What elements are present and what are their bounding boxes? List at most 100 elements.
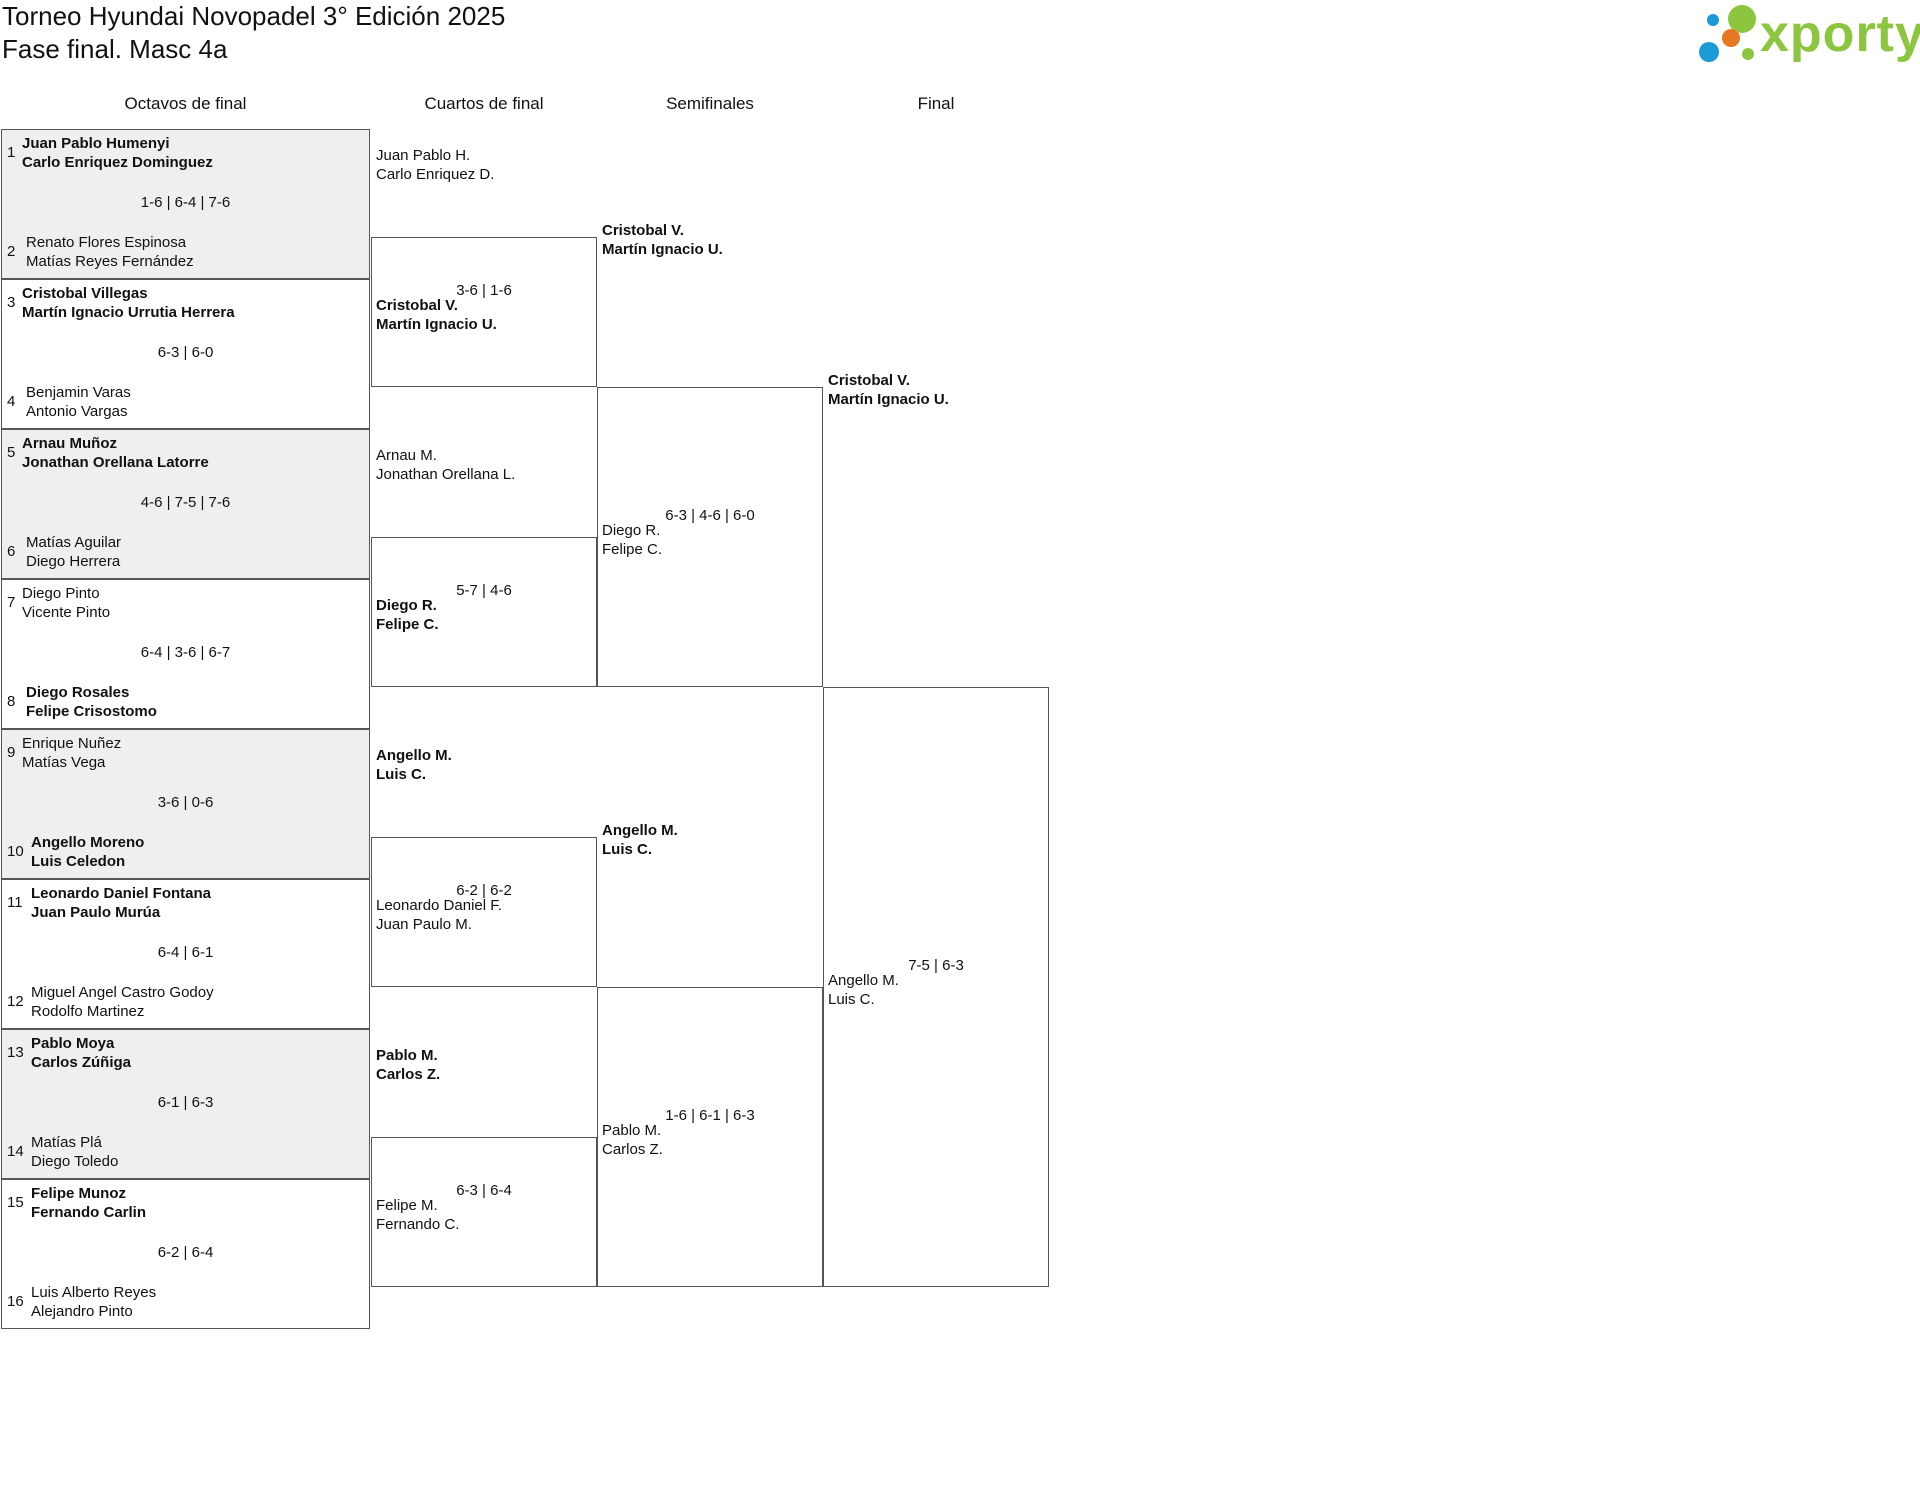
player-name: Leonardo Daniel Fontana (31, 885, 212, 902)
player-name: Angello M. (602, 822, 678, 839)
team-a: Pablo M. Carlos Z. (376, 1046, 440, 1084)
player-name: Pablo M. (602, 1122, 662, 1139)
match-score: 6-3 | 6-4 (456, 1182, 512, 1199)
player-name: Felipe Crisostomo (26, 703, 157, 720)
player-name: Leonardo Daniel F. (376, 897, 502, 914)
bracket-connector (597, 987, 823, 1287)
player-name: Diego R. (376, 597, 437, 614)
bracket-connector (371, 237, 597, 387)
player-name: Juan Paulo M. (376, 916, 472, 933)
player-name: Benjamin Varas (26, 384, 131, 401)
team-a: Cristobal V. Martín Ignacio U. (828, 371, 949, 409)
seed-number: 11 (7, 894, 23, 911)
team-b: Leonardo Daniel F. Juan Paulo M. (376, 896, 502, 934)
player-name: Angello Moreno (31, 834, 145, 851)
player-name: Matías Plá (31, 1134, 102, 1151)
player-name: Alejandro Pinto (31, 1303, 133, 1320)
player-name: Felipe C. (602, 541, 663, 558)
match-score: 4-6 | 7-5 | 7-6 (140, 494, 231, 511)
match-score: 6-4 | 3-6 | 6-7 (140, 644, 231, 661)
player-name: Cristobal Villegas (22, 285, 148, 302)
seed-number: 3 (7, 294, 16, 311)
team-b: Diego R.Felipe C. (602, 521, 662, 559)
player-name: Arnau Muñoz (22, 435, 117, 452)
player-name: Cristobal V. (602, 222, 684, 239)
phase-title: Fase final. Masc 4a (2, 34, 228, 64)
player-name: Carlo Enriquez Dominguez (22, 154, 213, 171)
player-name: Matías Vega (22, 754, 106, 771)
player-name: Martín Ignacio Urrutia Herrera (22, 304, 235, 321)
player-name: Carlo Enriquez D. (376, 166, 495, 183)
team-b: Cristobal V.Martín Ignacio U. (376, 296, 497, 334)
match-score: 1-6 | 6-1 | 6-3 (665, 1107, 755, 1124)
logo-dot-green-icon (1728, 5, 1756, 33)
seed-number: 8 (7, 693, 16, 710)
round-header-qf: Cuartos de final (424, 94, 544, 113)
logo-dot-green-small-icon (1742, 48, 1754, 60)
player-name: Juan Pablo Humenyi (22, 135, 170, 152)
bracket-connector (371, 1137, 597, 1287)
player-name: Felipe C. (376, 616, 439, 633)
match-score: 6-3 | 4-6 | 6-0 (665, 507, 755, 524)
round-header-final: Final (917, 94, 955, 113)
player-name: Arnau M. (376, 447, 437, 464)
player-name: Luis Celedon (31, 853, 126, 870)
bracket-connector (823, 687, 1049, 1287)
seed-number: 5 (7, 444, 16, 461)
player-name: Miguel Angel Castro Godoy (31, 984, 214, 1001)
player-name: Cristobal V. (376, 297, 458, 314)
player-name: Martín Ignacio U. (828, 391, 949, 408)
team-a: Juan Pablo H. Carlo Enriquez D. (376, 146, 494, 184)
match-score: 6-2 | 6-4 (157, 1244, 214, 1261)
player-name: Pablo M. (376, 1047, 438, 1064)
bracket-connector (371, 837, 597, 987)
player-name: Jonathan Orellana Latorre (22, 454, 209, 471)
player-name: Jonathan Orellana L. (376, 466, 516, 483)
player-name: Luis C. (828, 991, 875, 1008)
player-name: Matías Aguilar (26, 534, 122, 551)
player-name: Fernando Carlin (31, 1204, 147, 1221)
player-name: Carlos Z. (602, 1141, 663, 1158)
player-name: Felipe Munoz (31, 1185, 126, 1202)
player-name: Carlos Zúñiga (31, 1054, 132, 1071)
team-a: Angello M.Luis C. (376, 746, 452, 784)
seed-number: 16 (7, 1293, 24, 1310)
player-name: Juan Paulo Murúa (31, 904, 161, 921)
player-name: Rodolfo Martinez (31, 1003, 145, 1020)
player-name: Cristobal V. (828, 372, 910, 389)
match-score: 3-6 | 0-6 (157, 794, 214, 811)
match-score: 6-3 | 6-0 (157, 344, 214, 361)
team-b: Diego R. Felipe C. (376, 596, 439, 634)
player-name: Carlos Z. (376, 1066, 441, 1083)
logo-text: xporty (1760, 5, 1920, 63)
seed-number: 6 (7, 543, 16, 560)
team-a: Angello M.Luis C. (602, 821, 678, 859)
player-name: Juan Pablo H. (376, 147, 471, 164)
match-score: 3-6 | 1-6 (456, 282, 512, 299)
seed-number: 10 (7, 843, 24, 860)
team-b: Pablo M. Carlos Z. (602, 1121, 663, 1159)
player-name: Diego Herrera (26, 553, 121, 570)
team-a: Cristobal V.Martín Ignacio U. (602, 221, 723, 259)
seed-number: 15 (7, 1194, 24, 1211)
match-score: 7-5 | 6-3 (908, 957, 964, 974)
player-name: Diego Pinto (22, 585, 100, 602)
